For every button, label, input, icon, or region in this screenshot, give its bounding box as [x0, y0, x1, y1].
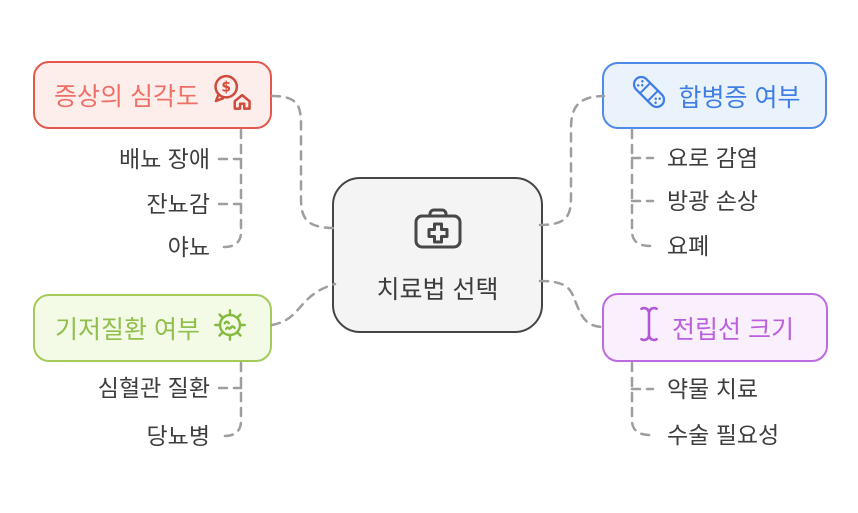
- node-surgery-necessity[interactable]: 수술 필요성: [667, 422, 780, 448]
- connector-center-to-complications: [538, 94, 606, 227]
- node-complications-label: 합병증 여부: [678, 83, 801, 112]
- node-complications[interactable]: 합병증 여부: [602, 62, 827, 129]
- node-treatment-selection[interactable]: 치료법 선택: [332, 177, 543, 333]
- node-symptom-severity[interactable]: 증상의 심각도 $: [33, 61, 272, 129]
- node-medication-treatment[interactable]: 약물 치료: [667, 376, 759, 402]
- connector-center-to-prostate: [538, 279, 606, 329]
- node-underlying-conditions[interactable]: 기저질환 여부: [33, 294, 272, 362]
- node-treatment-selection-label: 치료법 선택: [376, 275, 499, 304]
- connector-underlying-to-center: [270, 282, 337, 327]
- connector-severity-children-spine: [222, 128, 243, 249]
- virus-icon: [210, 305, 250, 352]
- first-aid-kit-icon: [410, 205, 466, 258]
- svg-text:$: $: [221, 79, 231, 95]
- node-urinary-retention[interactable]: 요폐: [667, 233, 710, 259]
- money-house-icon: $: [209, 73, 251, 118]
- height-icon: [636, 304, 662, 351]
- node-bladder-damage[interactable]: 방광 손상: [667, 188, 759, 214]
- node-residual-urine[interactable]: 잔뇨감: [146, 191, 210, 217]
- node-urinary-infection[interactable]: 요로 감염: [667, 145, 759, 171]
- connector-severity-to-center: [270, 94, 337, 230]
- bandage-icon: [629, 72, 669, 119]
- connector-complications-children-spine: [630, 128, 652, 248]
- node-prostate-size-label: 전립선 크기: [672, 315, 794, 344]
- node-symptom-severity-label: 증상의 심각도: [54, 83, 199, 111]
- node-cardiovascular-disease[interactable]: 심혈관 질환: [97, 375, 210, 401]
- connector-underlying-children-spine: [222, 361, 243, 438]
- node-urination-disorder[interactable]: 배뇨 장애: [118, 146, 210, 172]
- connector-prostate-children-spine: [630, 361, 652, 437]
- node-prostate-size[interactable]: 전립선 크기: [602, 293, 828, 362]
- node-diabetes[interactable]: 당뇨병: [146, 423, 210, 449]
- node-underlying-conditions-label: 기저질환 여부: [55, 316, 200, 344]
- node-nocturia[interactable]: 야뇨: [167, 234, 210, 260]
